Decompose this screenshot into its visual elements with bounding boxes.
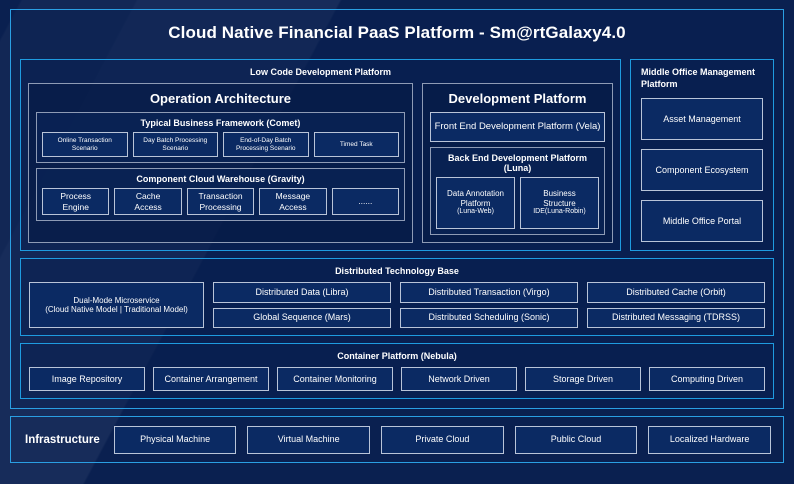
container-platform-title: Container Platform (Nebula) [337, 351, 457, 361]
component-cloud-warehouse-title: Component Cloud Warehouse (Gravity) [136, 174, 305, 184]
node-message-access[interactable]: Message Access [259, 188, 327, 215]
platform-frame: Cloud Native Financial PaaS Platform - S… [10, 9, 784, 409]
back-end-development-platform-group: Back End Development Platform (Luna) Dat… [430, 147, 605, 235]
node-business-structure-ide-sub: IDE(Luna-Robin) [533, 208, 586, 216]
node-distributed-scheduling[interactable]: Distributed Scheduling (Sonic) [400, 307, 578, 328]
node-distributed-transaction[interactable]: Distributed Transaction (Virgo) [400, 282, 578, 303]
infrastructure-items: Physical Machine Virtual Machine Private… [113, 425, 771, 454]
middle-office-items: Asset Management Component Ecosystem Mid… [641, 98, 763, 242]
node-cache-access[interactable]: Cache Access [114, 188, 182, 215]
node-localized-hardware[interactable]: Localized Hardware [648, 425, 771, 454]
node-distributed-messaging[interactable]: Distributed Messaging (TDRSS) [587, 307, 765, 328]
back-end-development-platform-title: Back End Development Platform (Luna) [447, 153, 588, 173]
node-middle-office-portal[interactable]: Middle Office Portal [641, 200, 763, 242]
typical-business-framework-title: Typical Business Framework (Comet) [140, 118, 301, 128]
development-platform-title: Development Platform [448, 91, 587, 106]
node-physical-machine[interactable]: Physical Machine [113, 425, 237, 454]
typical-business-framework-items: Online Transaction Scenario Day Batch Pr… [42, 132, 399, 157]
node-network-driven[interactable]: Network Driven [401, 367, 517, 391]
node-process-engine[interactable]: Process Engine [42, 188, 110, 215]
node-image-repository[interactable]: Image Repository [29, 367, 145, 391]
middle-office-platform-panel: Middle Office Management Platform Asset … [630, 59, 774, 251]
typical-business-framework-group: Typical Business Framework (Comet) Onlin… [36, 112, 405, 163]
node-data-annotation-platform-main: Data Annotation Platform [447, 189, 504, 208]
node-business-structure-ide-main: Business Structure [543, 189, 576, 208]
node-data-annotation-platform-sub: (Luna-Web) [457, 208, 494, 216]
node-distributed-data[interactable]: Distributed Data (Libra) [213, 282, 391, 303]
node-distributed-cache[interactable]: Distributed Cache (Orbit) [587, 282, 765, 303]
low-code-platform-title: Low Code Development Platform [249, 67, 392, 77]
node-public-cloud[interactable]: Public Cloud [514, 425, 638, 454]
component-cloud-warehouse-group: Component Cloud Warehouse (Gravity) Proc… [36, 168, 405, 221]
node-transaction-processing[interactable]: Transaction Processing [186, 188, 255, 215]
component-cloud-warehouse-items: Process Engine Cache Access Transaction … [42, 188, 400, 215]
node-global-sequence[interactable]: Global Sequence (Mars) [213, 307, 391, 328]
infrastructure-panel: Infrastructure Physical Machine Virtual … [10, 416, 784, 463]
development-platform-panel: Development Platform Front End Developme… [422, 83, 613, 243]
node-end-of-day-batch-processing-scenario[interactable]: End-of-Day Batch Processing Scenario [223, 132, 309, 157]
page-title: Cloud Native Financial PaaS Platform - S… [168, 23, 626, 42]
operation-architecture-panel: Operation Architecture Typical Business … [28, 83, 413, 243]
operation-architecture-title: Operation Architecture [149, 91, 292, 106]
distributed-technology-base-panel: Distributed Technology Base Dual-Mode Mi… [20, 258, 774, 336]
node-dual-mode-microservice[interactable]: Dual-Mode Microservice (Cloud Native Mod… [29, 282, 204, 328]
node-storage-driven[interactable]: Storage Driven [525, 367, 641, 391]
node-online-transaction-scenario[interactable]: Online Transaction Scenario [42, 132, 128, 157]
distributed-technology-base-title: Distributed Technology Base [335, 266, 459, 276]
middle-office-platform-title: Middle Office Management Platform [641, 67, 756, 89]
node-virtual-machine[interactable]: Virtual Machine [247, 425, 371, 454]
node-data-annotation-platform[interactable]: Data Annotation Platform (Luna-Web) [436, 177, 515, 229]
node-timed-task[interactable]: Timed Task [313, 132, 399, 157]
low-code-columns: Operation Architecture Typical Business … [28, 83, 613, 243]
back-end-items: Data Annotation Platform (Luna-Web) Busi… [436, 177, 599, 229]
node-asset-management[interactable]: Asset Management [641, 98, 763, 141]
top-row: Low Code Development Platform Operation … [20, 59, 774, 251]
node-container-monitoring[interactable]: Container Monitoring [277, 367, 393, 391]
container-platform-items: Image Repository Container Arrangement C… [29, 367, 765, 391]
node-front-end-development-platform[interactable]: Front End Development Platform (Vela) [430, 112, 605, 142]
node-more-ellipsis[interactable]: ...... [331, 188, 400, 215]
distributed-technology-base-body: Dual-Mode Microservice (Cloud Native Mod… [29, 282, 765, 328]
distributed-technology-base-items: Distributed Data (Libra) Distributed Tra… [213, 282, 765, 328]
node-container-arrangement[interactable]: Container Arrangement [153, 367, 269, 391]
infrastructure-label: Infrastructure [25, 433, 100, 446]
node-business-structure-ide[interactable]: Business Structure IDE(Luna-Robin) [520, 177, 599, 229]
low-code-platform-panel: Low Code Development Platform Operation … [20, 59, 621, 251]
node-day-batch-processing-scenario[interactable]: Day Batch Processing Scenario [132, 132, 218, 157]
node-component-ecosystem[interactable]: Component Ecosystem [641, 149, 763, 192]
node-computing-driven[interactable]: Computing Driven [649, 367, 765, 391]
container-platform-panel: Container Platform (Nebula) Image Reposi… [20, 343, 774, 399]
node-private-cloud[interactable]: Private Cloud [381, 425, 504, 454]
